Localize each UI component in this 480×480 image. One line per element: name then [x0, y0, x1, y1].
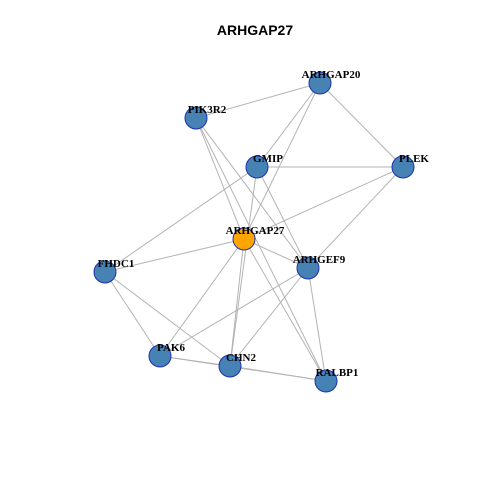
node-fhdc1 [93, 260, 117, 284]
node-label-arhgap27: ARHGAP27 [226, 225, 285, 237]
node-label-plek: PLEK [399, 153, 429, 165]
edge-arhgef9-chn2 [229, 267, 309, 367]
edge-fhdc1-pak6 [104, 271, 161, 357]
edge-plek-arhgap27 [243, 166, 404, 240]
edge-gmip-chn2 [229, 166, 258, 367]
node-label-fhdc1: FHDC1 [98, 258, 135, 270]
edge-layer [104, 82, 404, 382]
edge-arhgap27-chn2 [229, 238, 245, 367]
node-layer [93, 71, 415, 393]
edge-gmip-arhgef9 [256, 166, 309, 269]
node-arhgap20 [308, 71, 332, 95]
edge-pik3r2-ralbp1 [195, 117, 327, 382]
node-ralbp1 [314, 369, 338, 393]
node-pak6 [148, 344, 172, 368]
node-arhgef9 [296, 256, 320, 280]
edge-arhgap27-pak6 [159, 238, 245, 357]
edge-gmip-fhdc1 [104, 166, 258, 273]
node-label-pik3r2: PIK3R2 [188, 104, 227, 116]
node-label-gmip: GMIP [253, 153, 283, 165]
edge-arhgef9-pak6 [159, 267, 309, 357]
edge-pik3r2-arhgap20 [195, 82, 321, 119]
node-label-arhgap20: ARHGAP20 [302, 69, 361, 81]
node-pik3r2 [184, 106, 208, 130]
edge-pik3r2-arhgap27 [195, 117, 245, 240]
node-chn2 [218, 354, 242, 378]
node-plek [391, 155, 415, 179]
node-label-ralbp1: RALBP1 [316, 367, 359, 379]
edge-arhgap27-arhgef9 [243, 238, 309, 269]
edge-arhgap20-plek [319, 82, 404, 168]
edge-pik3r2-arhgef9 [195, 117, 309, 269]
edge-plek-arhgef9 [307, 166, 404, 269]
edge-fhdc1-chn2 [104, 271, 231, 367]
edge-arhgef9-ralbp1 [307, 267, 327, 382]
node-arhgap27 [232, 227, 256, 251]
edge-arhgap27-ralbp1 [243, 238, 327, 382]
node-label-pak6: PAK6 [157, 342, 185, 354]
node-label-chn2: CHN2 [226, 352, 256, 364]
edge-arhgap27-fhdc1 [104, 238, 245, 273]
edge-chn2-ralbp1 [229, 365, 327, 382]
edge-arhgap20-gmip [256, 82, 321, 168]
diagram-title: ARHGAP27 [217, 22, 293, 38]
edge-arhgap20-arhgap27 [243, 82, 321, 240]
node-label-arhgef9: ARHGEF9 [293, 254, 346, 266]
node-gmip [245, 155, 269, 179]
